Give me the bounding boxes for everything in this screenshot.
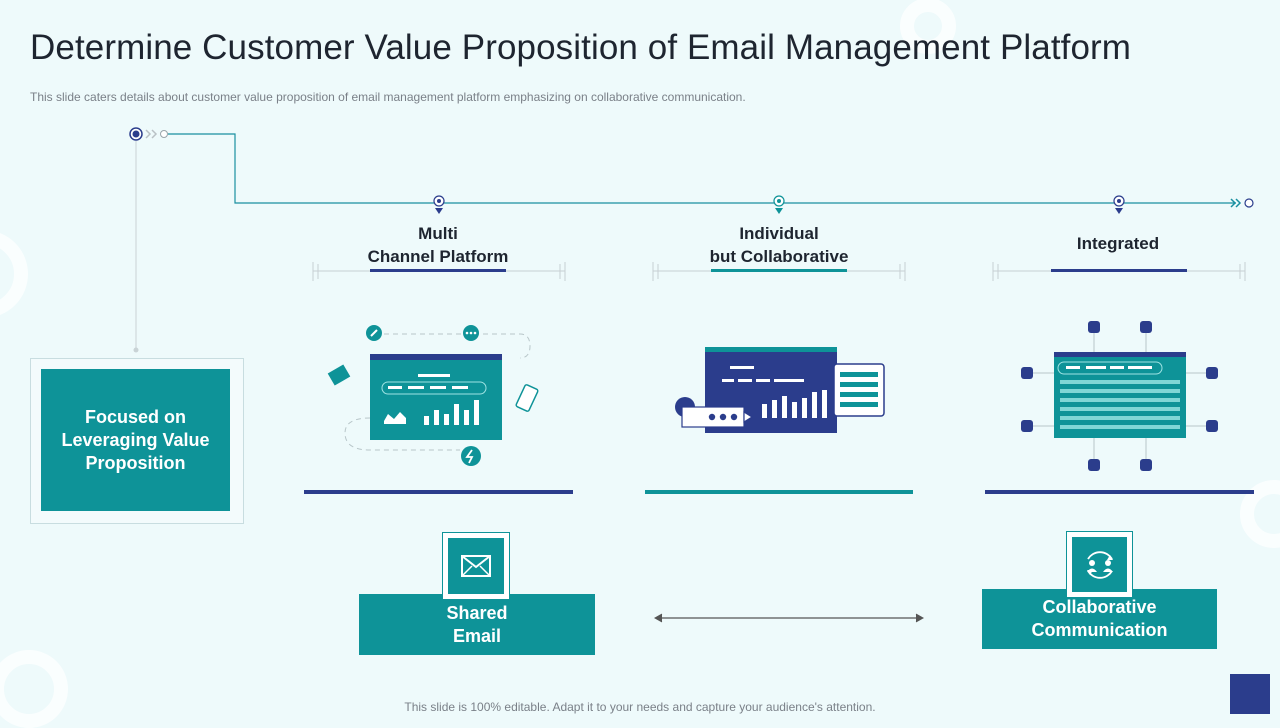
collab-line2: Communication: [1031, 620, 1168, 640]
dashboard-illustration: [327, 325, 539, 466]
pillar-divider-1: [304, 490, 573, 494]
collab-icon-frame: [1066, 531, 1133, 598]
corner-square: [1230, 674, 1270, 714]
pin-3: [1113, 195, 1125, 214]
chat-illustration: [675, 347, 885, 433]
pillar-title-line1: Multi: [418, 224, 458, 243]
shared-email-line2: Email: [452, 625, 502, 646]
pillar-title-line2: Channel Platform: [367, 247, 509, 266]
integration-illustration: [1021, 321, 1218, 471]
collab-line1: Collaborative: [1042, 597, 1157, 617]
pillar-divider-2: [645, 490, 913, 494]
focus-box: Focused on Leveraging Value Proposition: [41, 369, 230, 511]
shared-email-box: Shared Email: [359, 594, 595, 655]
collaborative-communication-box: Collaborative Communication: [982, 589, 1217, 649]
slide-footer: This slide is 100% editable. Adapt it to…: [404, 700, 876, 714]
people-cycle-icon: [1072, 537, 1127, 592]
pillar-title-line1: Integrated: [1076, 234, 1160, 253]
shared-email-line1: Shared: [446, 602, 508, 623]
pin-1: [433, 195, 445, 214]
slide-title: Determine Customer Value Proposition of …: [30, 28, 1132, 67]
pillar-divider-3: [985, 490, 1254, 494]
pillar-title-individual: Individual but Collaborative: [649, 222, 909, 268]
slide-subtitle: This slide caters details about customer…: [30, 90, 746, 104]
pillar-title-multi-channel: Multi Channel Platform: [308, 222, 568, 268]
pin-2: [773, 195, 785, 214]
pillar-title-integrated: Integrated: [988, 232, 1248, 255]
pillar-title-line2: but Collaborative: [709, 247, 849, 266]
shared-email-icon-frame: [442, 532, 510, 600]
pillar-title-line1: Individual: [739, 224, 819, 243]
envelope-icon: [448, 538, 504, 594]
focus-box-label: Focused on Leveraging Value Proposition: [61, 406, 210, 473]
